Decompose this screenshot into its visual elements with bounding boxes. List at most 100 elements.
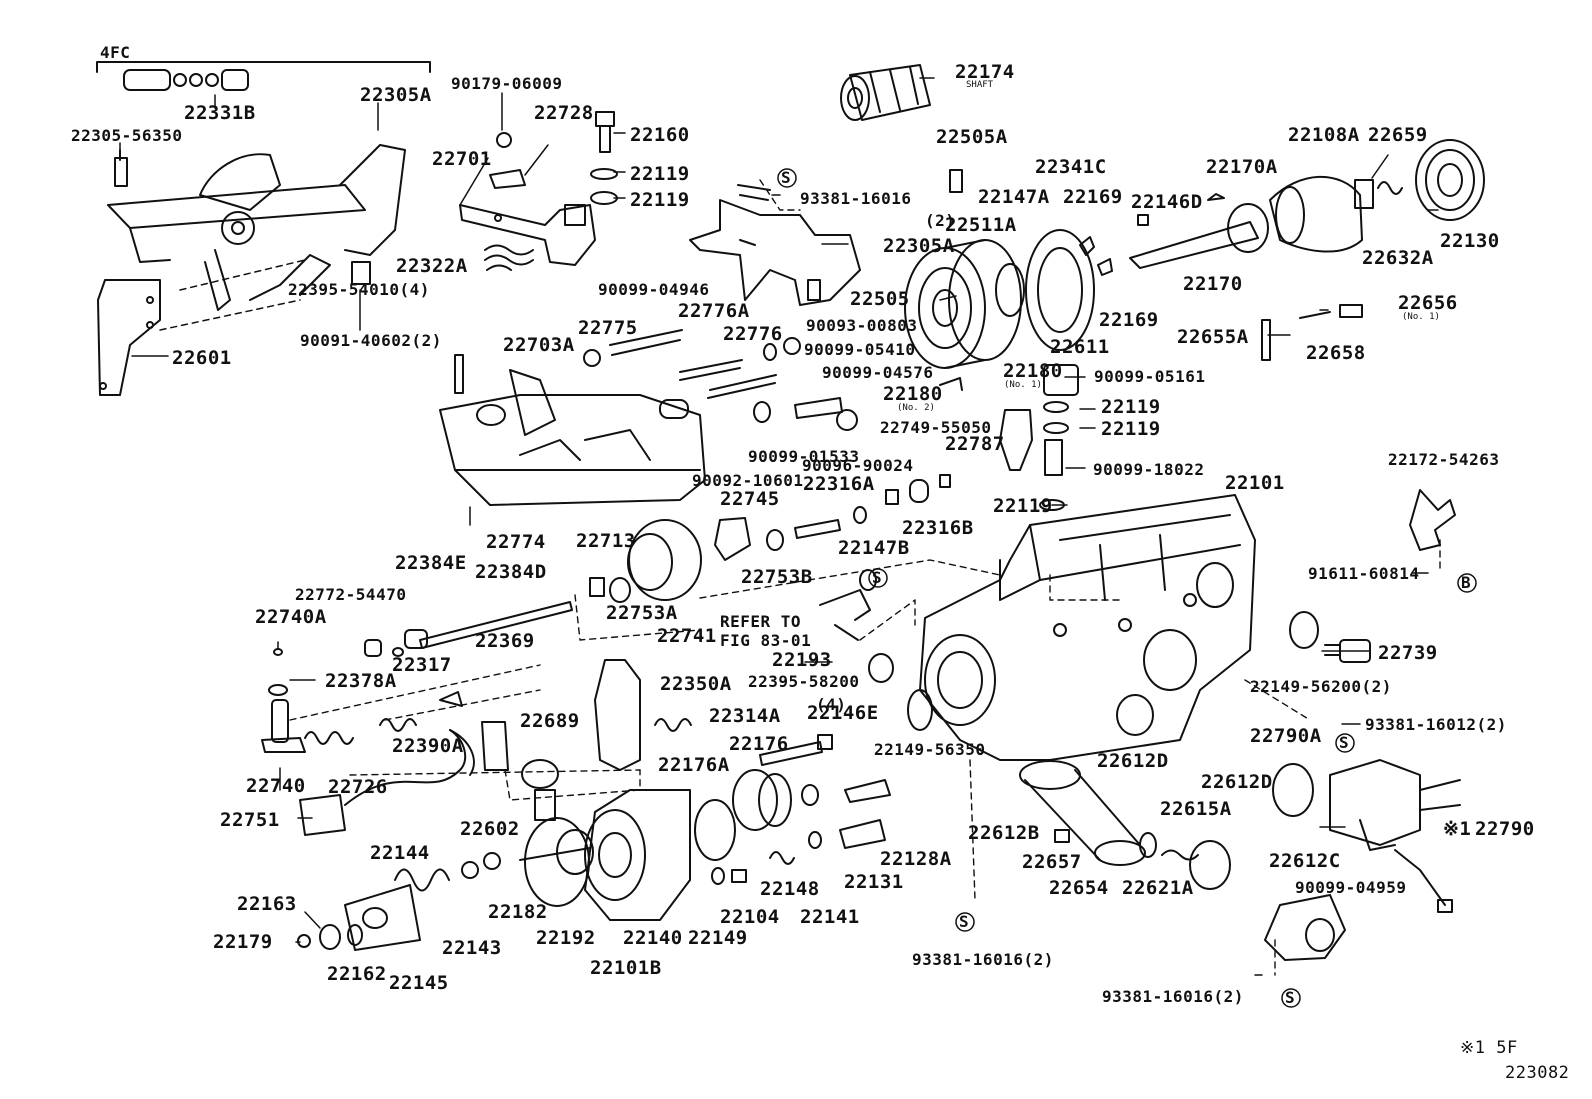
part-label: 22317 xyxy=(392,654,452,676)
timer-parts xyxy=(261,506,877,753)
part-label: 22787 xyxy=(945,433,1005,455)
part-label: 90099-04576 xyxy=(822,363,934,382)
part-label: 22790A xyxy=(1250,725,1322,747)
part-label: 93381-16012(2) xyxy=(1365,715,1507,734)
part-label: 22101B xyxy=(590,957,662,979)
part-label: 22160 xyxy=(630,124,690,146)
part-label: 90092-10601 xyxy=(692,471,804,490)
part-label: 22119 xyxy=(630,189,690,211)
part-label: 22316B xyxy=(902,517,974,539)
guide-lines xyxy=(289,179,1441,976)
part-label: 22119 xyxy=(1101,418,1161,440)
circled-marks xyxy=(777,168,1477,1008)
plug-part xyxy=(1289,611,1371,663)
part-label: 22774 xyxy=(486,531,546,553)
part-label: 22180 xyxy=(883,383,943,405)
part-label: 22726 xyxy=(328,776,388,798)
part-label: 22612B xyxy=(968,822,1040,844)
part-label: (4) xyxy=(816,695,847,714)
part-label: 22751 xyxy=(220,809,280,831)
s-mark-3: S xyxy=(959,912,970,931)
footnote: ※1 5F xyxy=(1460,1038,1518,1058)
part-label: 22331B xyxy=(184,102,256,124)
part-label: 22131 xyxy=(844,871,904,893)
part-label: 90099-18022 xyxy=(1093,460,1205,479)
pump-housing-part xyxy=(919,494,1256,761)
part-label: 22176 xyxy=(729,733,789,755)
part-note: SHAFT xyxy=(966,80,994,90)
part-label: 22128A xyxy=(880,848,952,870)
part-label: 22753A xyxy=(606,602,678,624)
part-label: 22384E xyxy=(395,552,467,574)
part-label: 22148 xyxy=(760,878,820,900)
part-label: 22511A xyxy=(945,214,1017,236)
group-label: 4FC xyxy=(100,43,131,62)
part-label: 22141 xyxy=(800,906,860,928)
part-label: 90179-06009 xyxy=(451,74,563,93)
fuel-cut-solenoid-part xyxy=(1272,759,1461,913)
part-label: 22378A xyxy=(325,670,397,692)
part-label: 22611 xyxy=(1050,336,1110,358)
part-label: 22169 xyxy=(1063,186,1123,208)
part-label: 22655A xyxy=(1177,326,1249,348)
part-label: 22741 xyxy=(657,625,717,647)
part-label: 93381-16016(2) xyxy=(912,950,1054,969)
part-label: 22316A xyxy=(803,473,875,495)
governor-cover-part xyxy=(439,329,963,506)
part-label: 22728 xyxy=(534,102,594,124)
part-label: 22192 xyxy=(536,927,596,949)
part-label: 22143 xyxy=(442,937,502,959)
governor-bracket-part xyxy=(689,184,861,306)
part-label: 22656 xyxy=(1398,292,1458,314)
pump-drive-shaft-part xyxy=(1129,139,1485,361)
part-label: 22772-54470 xyxy=(295,585,407,604)
part-label: 22713 xyxy=(576,530,636,552)
part-label: 22775 xyxy=(578,317,638,339)
part-label: 22305A xyxy=(883,235,955,257)
s-mark-1: S xyxy=(781,168,792,187)
part-label: 22505A xyxy=(936,126,1008,148)
part-label: 22149-56200(2) xyxy=(1250,677,1392,696)
leader-lines xyxy=(119,77,1439,976)
part-label: 22395-58200 xyxy=(748,672,860,691)
part-label: 22384D xyxy=(475,561,547,583)
part-label: 22149 xyxy=(688,927,748,949)
part-label: 22108A xyxy=(1288,124,1360,146)
part-label: 22104 xyxy=(720,906,780,928)
part-label: 22740A xyxy=(255,606,327,628)
part-label: 22176A xyxy=(658,754,730,776)
part-label: 22740 xyxy=(246,775,306,797)
part-label: 22172-54263 xyxy=(1388,450,1500,469)
part-label: 22601 xyxy=(172,347,232,369)
part-label: 90099-01533 xyxy=(748,447,860,466)
wire-bracket-part xyxy=(1409,489,1456,551)
part-label: 22180 xyxy=(1003,360,1063,382)
part-label: 22314A xyxy=(709,705,781,727)
part-label: 22612C xyxy=(1269,850,1341,872)
distributor-head-part xyxy=(481,659,891,921)
part-label: 22341C xyxy=(1035,156,1107,178)
part-label: (2) xyxy=(925,211,956,230)
lever-assembly-part xyxy=(97,69,406,396)
part-label: 22163 xyxy=(237,893,297,915)
part-label: 90099-05161 xyxy=(1094,367,1206,386)
part-label: 93381-16016(2) xyxy=(1102,987,1244,1006)
part-label: 22658 xyxy=(1306,342,1366,364)
part-label: 22657 xyxy=(1022,851,1082,873)
part-label: 22162 xyxy=(327,963,387,985)
part-label: 22170 xyxy=(1183,273,1243,295)
part-label: 22146D xyxy=(1131,191,1203,213)
part-label: 22749-55050 xyxy=(880,418,992,437)
part-note: (No. 1) xyxy=(1004,380,1042,390)
s-mark-2: S xyxy=(872,568,883,587)
part-label: 90091-40602(2) xyxy=(300,331,442,350)
part-label: 22179 xyxy=(213,931,273,953)
part-label: 22790 xyxy=(1475,818,1535,840)
group-bracket xyxy=(96,61,431,73)
part-label: 22322A xyxy=(396,255,468,277)
part-label: 22745 xyxy=(720,488,780,510)
part-note: (No. 1) xyxy=(1402,312,1440,322)
part-label: 22659 xyxy=(1368,124,1428,146)
part-label: 22654 xyxy=(1049,877,1109,899)
part-label: 22602 xyxy=(460,818,520,840)
